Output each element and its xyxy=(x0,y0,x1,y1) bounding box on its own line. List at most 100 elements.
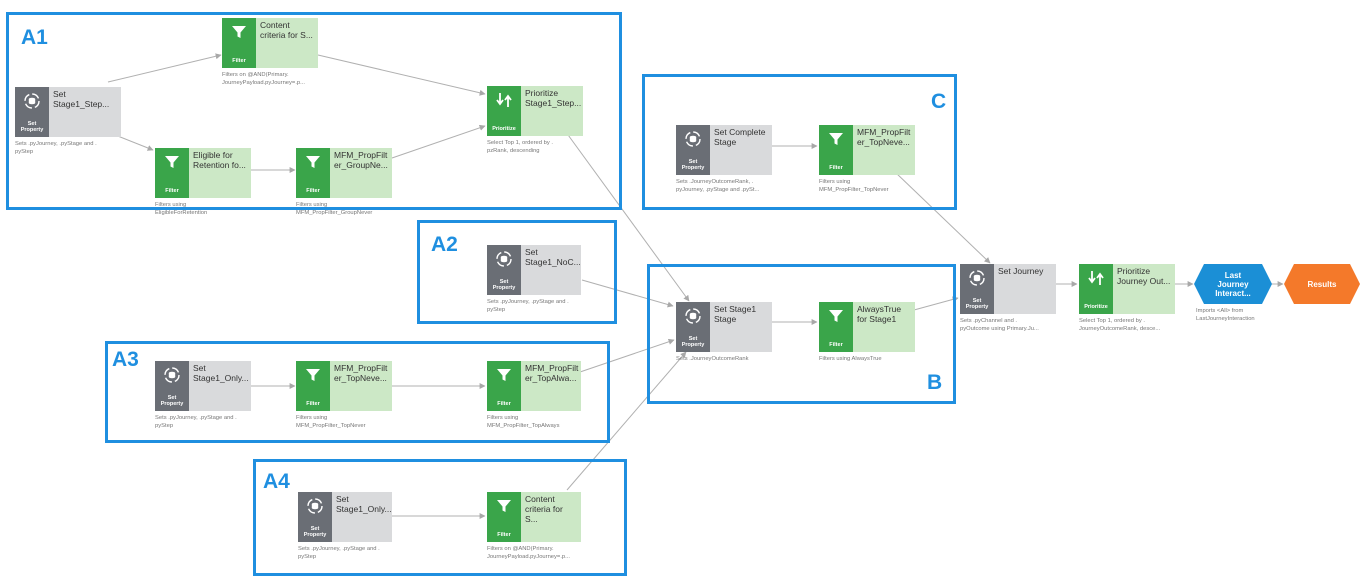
node-title: Content criteria for S... xyxy=(521,492,581,542)
set-property-icon xyxy=(969,270,985,286)
edge-mfm-prioritize xyxy=(391,124,486,159)
node-title: AlwaysTrue for Stage1 xyxy=(853,302,915,352)
edge-mfmalways-bset xyxy=(579,338,675,373)
node-desc: Select Top 1, ordered by . pzRank, desce… xyxy=(487,140,553,154)
set-property-tile: Set Property xyxy=(960,264,994,314)
filter-tile: Filter xyxy=(487,492,521,542)
results-label: Results xyxy=(1307,279,1337,289)
node-desc: Filters on @AND(Primary. JourneyPayload.… xyxy=(487,546,570,560)
prioritize-tile: Prioritize xyxy=(1079,264,1113,314)
sort-arrows-icon xyxy=(496,93,512,107)
node-kind: Set Property xyxy=(681,336,705,348)
group-box-b: B xyxy=(647,264,956,404)
set-property-icon xyxy=(685,131,701,147)
set-property-icon xyxy=(307,498,323,514)
funnel-icon xyxy=(232,26,246,38)
node-title: Content criteria for S... xyxy=(256,18,318,68)
set-property-tile: Set Property xyxy=(155,361,189,411)
group-box-a3: A3 xyxy=(105,341,610,443)
set-property-icon xyxy=(496,251,512,267)
node-desc: Sets .pyJourney, .pyStage and . pyStep xyxy=(155,415,237,429)
node-desc: Sets .pyJourney, .pyStage and . pyStep xyxy=(298,546,380,560)
node-desc: Select Top 1, ordered by . JourneyOutcom… xyxy=(1079,318,1161,332)
set-property-icon xyxy=(685,308,701,324)
group-label: A1 xyxy=(21,26,48,49)
node-title: Set Stage1_Only... xyxy=(332,492,392,542)
node-kind: Filter xyxy=(497,401,511,407)
sort-arrows-icon xyxy=(1088,271,1104,285)
filter-tile: Filter xyxy=(819,125,853,175)
import-node-last-journey[interactable]: Last Journey Interact... Imports <All> f… xyxy=(1194,264,1272,322)
node-kind: Filter xyxy=(497,532,511,538)
node-desc: Sets .pyJourney, .pyStage and . pyStep xyxy=(15,141,97,155)
node-desc: Filters using AlwaysTrue xyxy=(819,356,882,362)
node-kind: Set Property xyxy=(20,121,44,133)
group-label: B xyxy=(927,371,943,394)
results-hexagon-shape xyxy=(1284,264,1360,304)
set-property-icon xyxy=(24,93,40,109)
node-kind: Prioritize xyxy=(1084,304,1108,310)
filter-tile: Filter xyxy=(819,302,853,352)
node-kind: Filter xyxy=(829,165,843,171)
node-desc: Filters using MFM_PropFilter_TopAlways xyxy=(487,415,560,429)
node-kind: Filter xyxy=(165,188,179,194)
prioritize-tile: Prioritize xyxy=(487,86,521,136)
group-label: A2 xyxy=(431,233,458,256)
funnel-icon xyxy=(829,133,843,145)
node-kind: Set Property xyxy=(681,159,705,171)
node-desc: Sets .JourneyOutcomeRank xyxy=(676,356,749,362)
node-title: Prioritize Stage1_Step... xyxy=(521,86,583,136)
filter-tile: Filter xyxy=(155,148,189,198)
node-title: MFM_PropFilt er_TopAlwa... xyxy=(521,361,581,411)
set-property-tile: Set Property xyxy=(298,492,332,542)
filter-tile: Filter xyxy=(222,18,256,68)
group-label: A4 xyxy=(263,470,290,493)
edge-a1set-content xyxy=(107,53,222,83)
group-box-a1: A1 xyxy=(6,12,622,210)
node-title: Set Stage1_Step... xyxy=(49,87,121,137)
filter-tile: Filter xyxy=(296,361,330,411)
node-kind: Prioritize xyxy=(492,126,516,132)
edge-a2set-bset xyxy=(581,279,674,308)
group-label: C xyxy=(931,90,947,113)
node-kind: Set Property xyxy=(160,395,184,407)
node-title: Set Stage1 Stage xyxy=(710,302,772,352)
node-desc: Filters using EligibleForRetention xyxy=(155,202,208,216)
import-hexagon-shape xyxy=(1194,264,1272,304)
node-kind: Filter xyxy=(829,342,843,348)
node-desc: Filters on @AND(Primary. JourneyPayload.… xyxy=(222,72,305,86)
funnel-icon xyxy=(306,369,320,381)
group-box-a2: A2 xyxy=(417,220,617,324)
node-title: Set Journey xyxy=(994,264,1056,314)
results-node[interactable]: Results xyxy=(1284,264,1360,304)
funnel-icon xyxy=(829,310,843,322)
set-property-tile: Set Property xyxy=(676,125,710,175)
set-property-tile: Set Property xyxy=(15,87,49,137)
node-title: Prioritize Journey Out... xyxy=(1113,264,1175,314)
node-kind: Set Property xyxy=(303,526,327,538)
node-desc: Sets .pyChannel and . pyOutcome using Pr… xyxy=(960,318,1039,332)
edge-a4content-bset xyxy=(566,351,687,491)
edge-cmfm-setjourney xyxy=(894,171,991,264)
node-desc: Imports <All> from LastJourneyInteractio… xyxy=(1196,308,1255,322)
edge-prioritize-bset xyxy=(562,127,690,302)
node-kind: Set Property xyxy=(965,298,989,310)
node-title: Set Stage1_Only... xyxy=(189,361,251,411)
funnel-icon xyxy=(497,369,511,381)
node-kind: Set Property xyxy=(492,279,516,291)
node-kind: Filter xyxy=(306,188,320,194)
funnel-icon xyxy=(497,500,511,512)
edge-content-prioritize xyxy=(317,54,486,96)
funnel-icon xyxy=(306,156,320,168)
node-kind: Filter xyxy=(306,401,320,407)
node-title: Set Complete Stage xyxy=(710,125,772,175)
node-desc: Sets .pyJourney, .pyStage and . pyStep xyxy=(487,299,569,313)
set-property-icon xyxy=(164,367,180,383)
group-box-c: C xyxy=(642,74,957,210)
node-kind: Filter xyxy=(232,58,246,64)
group-label: A3 xyxy=(112,348,139,371)
filter-tile: Filter xyxy=(487,361,521,411)
node-title: Set Stage1_NoC... xyxy=(521,245,581,295)
node-desc: Sets .JourneyOutcomeRank, . pyJourney, .… xyxy=(676,179,760,193)
